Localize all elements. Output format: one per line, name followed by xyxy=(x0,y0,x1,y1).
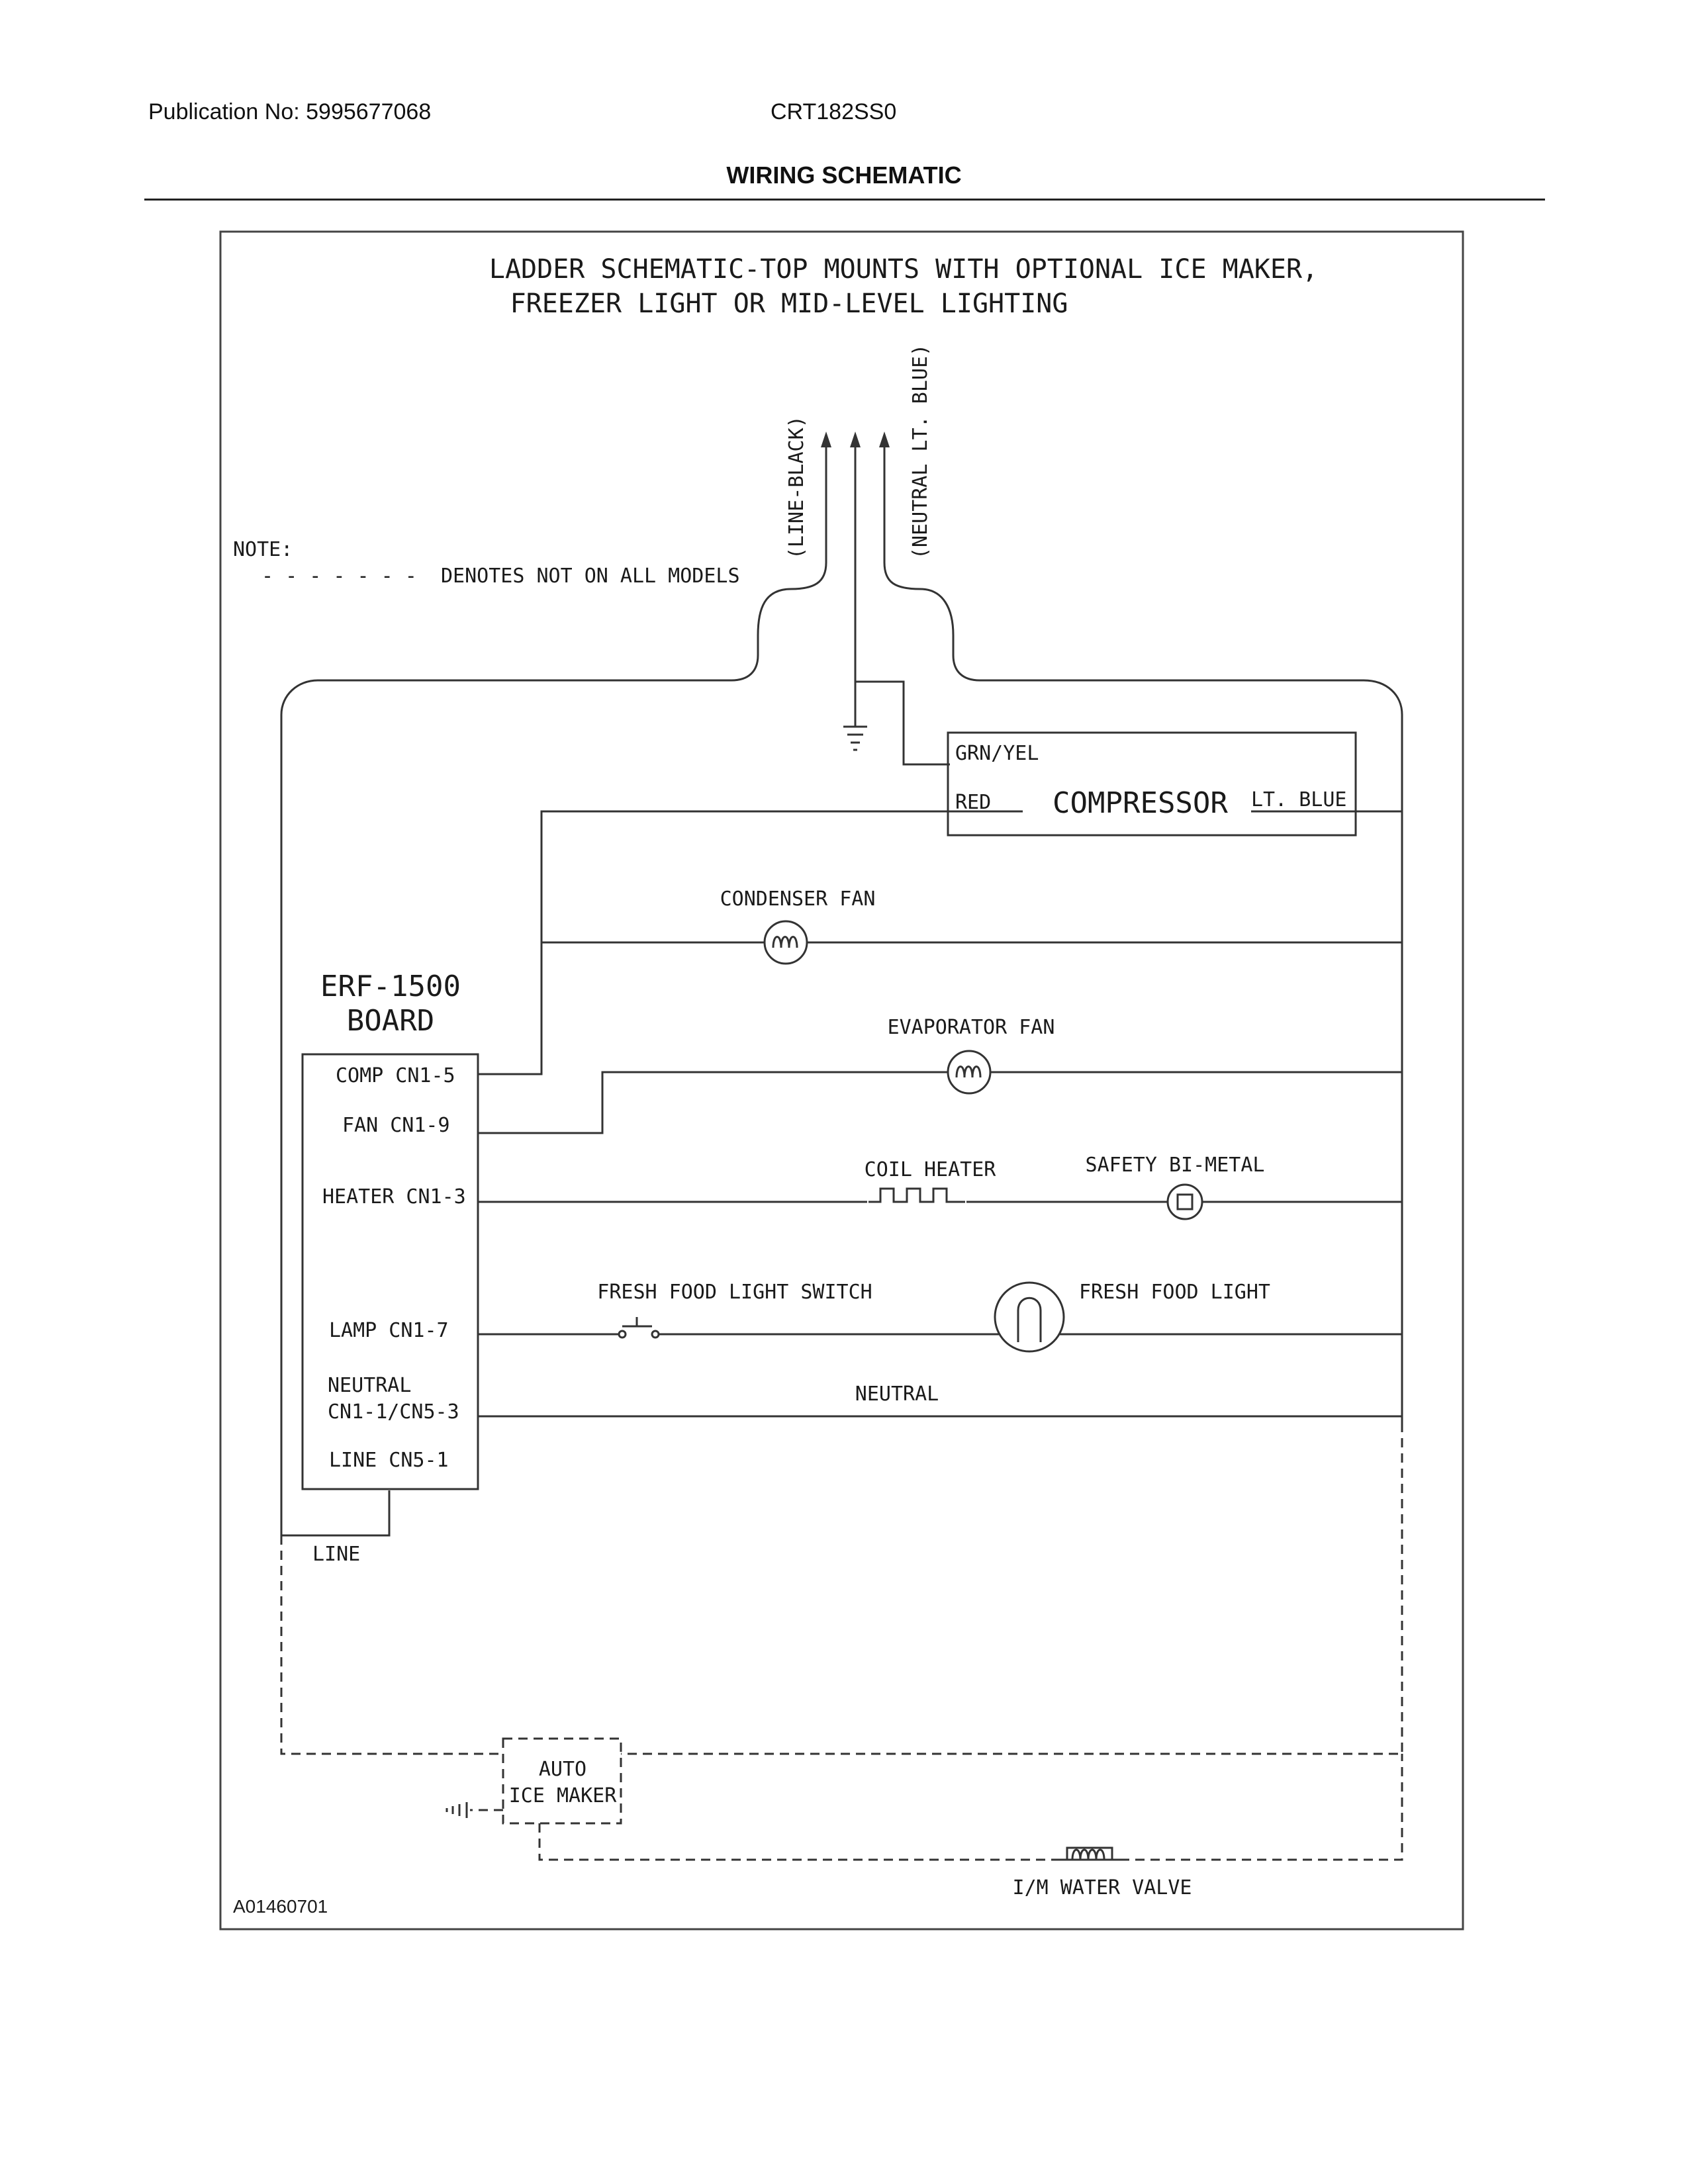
line-black-wire xyxy=(280,562,827,1537)
fresh-food-light-icon xyxy=(994,1281,1065,1353)
auto-ice-maker-label-1: AUTO xyxy=(539,1758,586,1781)
pin-fan-label: FAN CN1-9 xyxy=(342,1114,450,1137)
board-name-line2: BOARD xyxy=(347,1004,434,1038)
auto-ice-maker-label-2: ICE MAKER xyxy=(509,1784,617,1807)
pin-neutral-label-2: CN1-1/CN5-3 xyxy=(328,1400,459,1424)
safety-bimetal-icon xyxy=(1166,1183,1203,1220)
pin-lamp-label: LAMP CN1-7 xyxy=(329,1319,449,1342)
erf-1500-board xyxy=(301,1053,479,1490)
publication-number: Publication No: 5995677068 xyxy=(148,99,432,124)
compressor-grn-yel-label: GRN/YEL xyxy=(955,742,1039,765)
note-label: NOTE: xyxy=(233,538,293,561)
ice-maker-ground-icon xyxy=(445,1802,503,1818)
page-title: WIRING SCHEMATIC xyxy=(726,161,962,189)
fresh-food-light-switch-icon xyxy=(606,1317,665,1342)
schematic-title-line1: LADDER SCHEMATIC-TOP MOUNTS WITH OPTIONA… xyxy=(489,254,1318,285)
compressor-red-label: RED xyxy=(955,791,991,814)
neutral-wire-label: NEUTRAL xyxy=(855,1383,939,1406)
auto-ice-maker-box xyxy=(502,1737,622,1825)
pin-neutral-label-1: NEUTRAL xyxy=(328,1374,411,1397)
note-dashes: - - - - - - - xyxy=(261,565,417,588)
neutral-blue-label: (NEUTRAL LT. BLUE) xyxy=(909,344,932,559)
water-valve-wire xyxy=(538,1754,1403,1861)
board-name-line1: ERF-1500 xyxy=(320,970,461,1003)
coil-heater-icon xyxy=(867,1186,966,1208)
evaporator-fan-icon xyxy=(947,1050,992,1095)
water-valve-label: I/M WATER VALVE xyxy=(1013,1876,1192,1899)
safety-bimetal-label: SAFETY BI-METAL xyxy=(1086,1154,1265,1177)
grn-yel-wire xyxy=(855,680,950,766)
compressor-label: COMPRESSOR xyxy=(1053,786,1228,820)
neutral-blue-wire xyxy=(883,562,1403,1423)
ice-maker-neutral-wire xyxy=(621,1423,1403,1755)
header-divider xyxy=(144,199,1545,201)
ground-icon xyxy=(843,682,867,751)
model-number: CRT182SS0 xyxy=(771,99,897,124)
compressor-box xyxy=(947,731,1357,837)
fresh-food-light-label: FRESH FOOD LIGHT xyxy=(1079,1281,1270,1304)
drawing-id: A01460701 xyxy=(233,1896,328,1917)
coil-heater-label: COIL HEATER xyxy=(865,1158,997,1181)
fresh-food-light-switch-label: FRESH FOOD LIGHT SWITCH xyxy=(597,1281,872,1304)
supply-arrows xyxy=(821,432,890,682)
condenser-fan-label: CONDENSER FAN xyxy=(720,887,876,911)
note-text: DENOTES NOT ON ALL MODELS xyxy=(441,565,740,588)
evaporator-fan-wire xyxy=(478,1071,1402,1134)
line-black-label: (LINE-BLACK) xyxy=(785,416,808,559)
schematic-frame xyxy=(219,230,1464,1931)
water-valve-icon xyxy=(1058,1846,1120,1861)
ice-maker-line-wire xyxy=(280,1535,503,1755)
pin-comp-label: COMP CN1-5 xyxy=(336,1064,455,1087)
schematic-title-line2: FREEZER LIGHT OR MID-LEVEL LIGHTING xyxy=(510,289,1068,319)
evaporator-fan-label: EVAPORATOR FAN xyxy=(888,1016,1055,1039)
pin-line-label: LINE CN5-1 xyxy=(329,1449,449,1472)
compressor-lt-blue-label: LT. BLUE xyxy=(1251,788,1347,811)
pin-heater-label: HEATER CN1-3 xyxy=(322,1185,466,1208)
line-wire-label: LINE xyxy=(312,1543,360,1566)
condenser-fan-icon xyxy=(763,920,808,965)
